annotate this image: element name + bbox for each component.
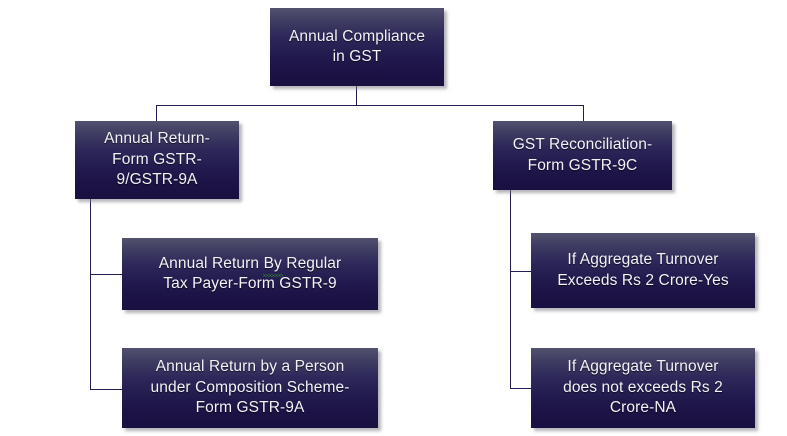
- connector-left-to-regular: [90, 274, 123, 275]
- connector-right-to-exceeds: [510, 271, 532, 272]
- connector-to-gst-reconciliation: [583, 105, 584, 122]
- connector-root-stem: [356, 86, 357, 106]
- node-annual-return-form-gstr-9[interactable]: Annual Return-Form GSTR-9/GSTR-9A: [75, 121, 239, 199]
- node-gst-reconciliation-form-gstr-9c[interactable]: GST Reconciliation-Form GSTR-9C: [493, 121, 672, 190]
- spellcheck-squiggle: By: [262, 254, 284, 278]
- connector-left-to-composition: [90, 389, 123, 390]
- connector-root-bus: [156, 105, 584, 106]
- node-annual-return-text: Annual Return-Form GSTR-9/GSTR-9A: [104, 130, 210, 189]
- connector-right-trunk: [510, 190, 511, 388]
- node-gst-reconciliation-text: GST Reconciliation-Form GSTR-9C: [512, 136, 653, 174]
- connector-left-trunk: [90, 199, 91, 389]
- connector-right-to-not-exceeds: [510, 388, 532, 389]
- connector-to-annual-return: [156, 105, 157, 122]
